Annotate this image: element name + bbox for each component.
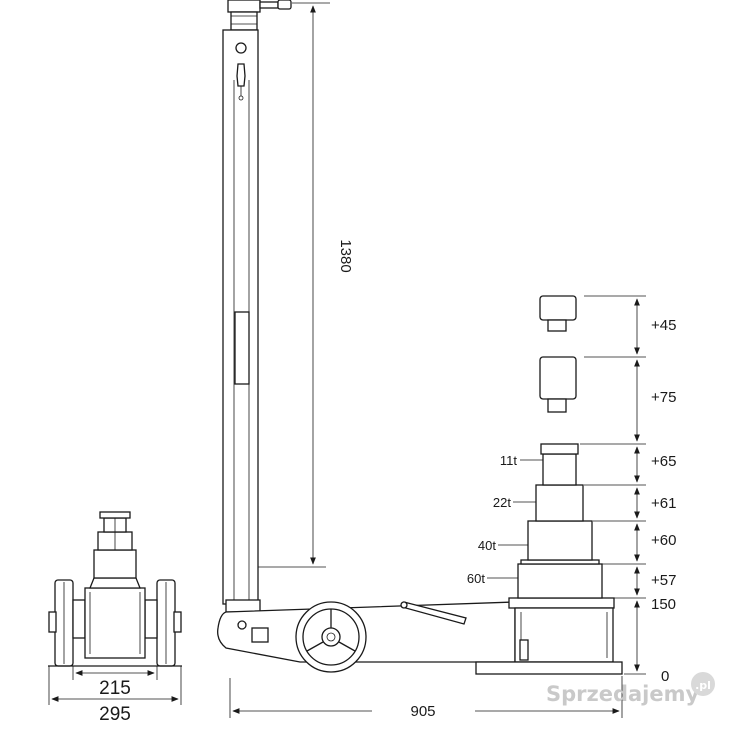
dimension-plus-45: +45: [651, 317, 676, 334]
dimension-plus-61: +61: [651, 495, 676, 512]
extension-piece-45: [539, 295, 577, 332]
dimension-height-total: 1380: [258, 2, 354, 568]
dimension-plus-65: +65: [651, 453, 676, 470]
capacity-60t: 60t: [467, 571, 485, 586]
dimension-150: 150: [651, 596, 676, 613]
dimension-215-label: 215: [99, 678, 131, 699]
dimension-length-total: 905: [229, 676, 623, 720]
dimension-plus-57: +57: [651, 572, 676, 589]
dimension-0: 0: [661, 668, 669, 685]
sprzedajemy-watermark: Sprzedajemy .pl: [546, 672, 715, 706]
dimension-width-inner: 215: [72, 666, 158, 699]
capacity-40t: 40t: [478, 538, 496, 553]
capacity-22t: 22t: [493, 495, 511, 510]
capacity-labels: 11t 22t 40t 60t: [467, 453, 543, 586]
dimension-1380-label: 1380: [337, 239, 354, 272]
dimension-295-label: 295: [99, 704, 131, 725]
capacity-11t: 11t: [500, 453, 517, 468]
watermark-text: Sprzedajemy: [546, 682, 700, 706]
dimension-plus-75: +75: [651, 389, 676, 406]
dimension-width-outer: 295: [48, 666, 182, 725]
extension-piece-75: [539, 356, 577, 413]
dimension-chain-heights: +45 +75 +65 +61 +60 +57 150 0: [580, 295, 676, 685]
jack-front-view: [48, 511, 182, 667]
watermark-suffix: .pl: [695, 679, 711, 692]
dimension-905-label: 905: [410, 703, 435, 720]
dimension-plus-60: +60: [651, 532, 676, 549]
jack-side-view: [217, 0, 623, 675]
